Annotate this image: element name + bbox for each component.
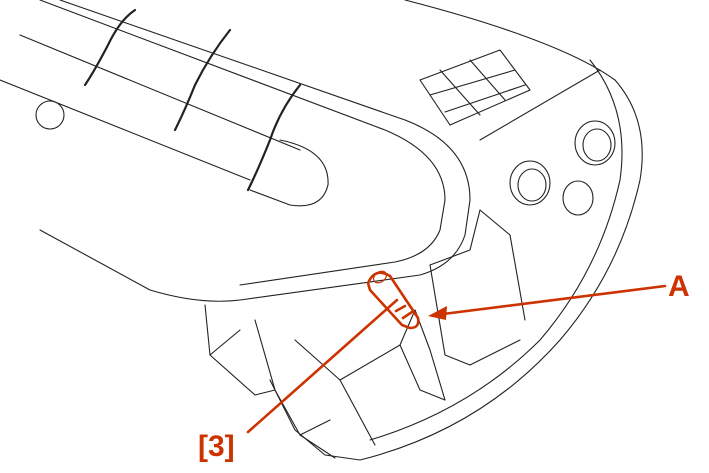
arrowhead-a — [428, 306, 447, 320]
housing-outline — [269, 0, 643, 461]
callout-label-a: A — [668, 270, 690, 303]
clip-3-highlight — [366, 270, 420, 330]
leader-line-3 — [246, 298, 399, 434]
leader-line-a — [433, 284, 667, 317]
body-outline — [39, 0, 471, 302]
wire — [83, 8, 137, 87]
lower-ribs — [204, 304, 276, 396]
callout-label-3: [3] — [198, 430, 235, 463]
